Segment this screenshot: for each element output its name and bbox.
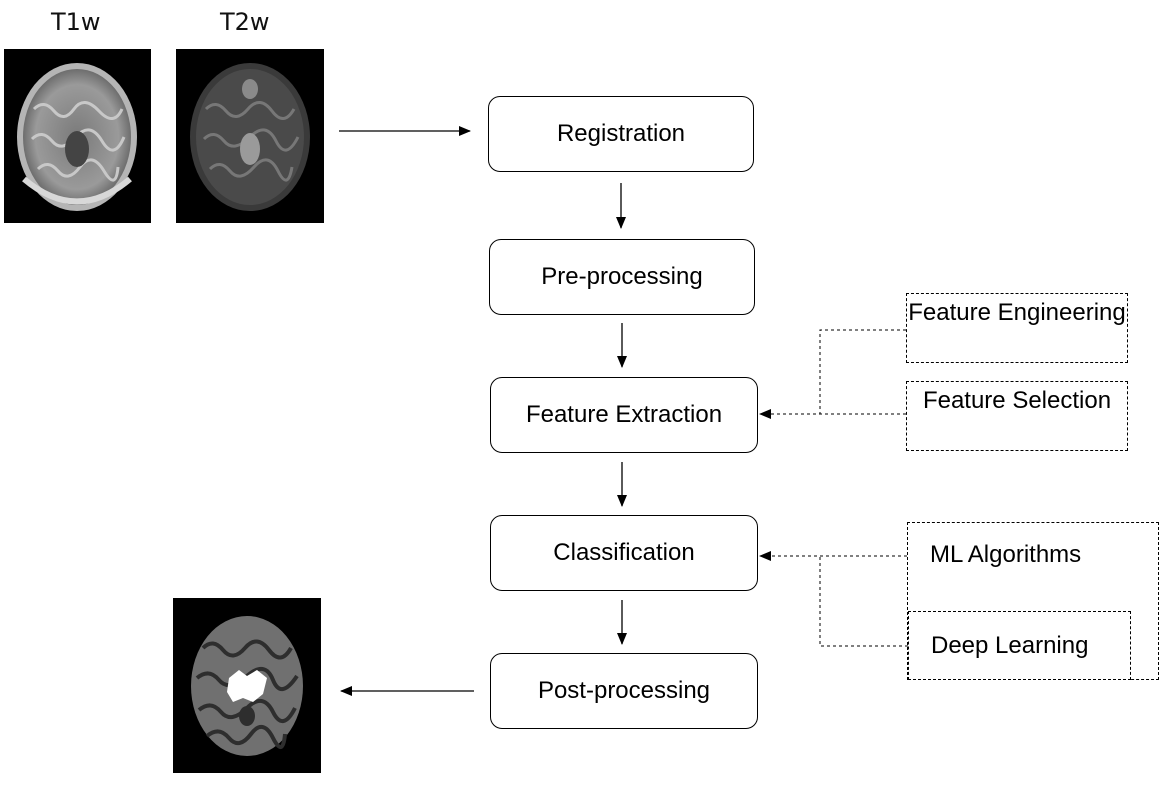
deep-learning-label: Deep Learning — [931, 632, 1089, 659]
t2w-mri-image — [176, 49, 324, 223]
dotted-feature-engineering-link — [819, 329, 906, 414]
registration-box: Registration — [488, 96, 754, 172]
segmentation-output-image — [173, 598, 321, 773]
feature-selection-label: Feature Selection — [922, 387, 1112, 414]
t1w-label: T1w — [51, 8, 101, 36]
feature-engineering-box: Feature Engineering — [906, 293, 1128, 363]
postprocessing-box: Post-processing — [490, 653, 758, 729]
t1w-mri-image — [4, 49, 151, 223]
dotted-deep-learning-link — [819, 556, 908, 647]
classification-box: Classification — [490, 515, 758, 591]
feature-selection-box: Feature Selection — [906, 381, 1128, 451]
preprocessing-box: Pre-processing — [489, 239, 755, 315]
feature-extraction-box: Feature Extraction — [490, 377, 758, 453]
feature-engineering-label: Feature Engineering — [908, 299, 1126, 326]
deep-learning-box: Deep Learning — [908, 611, 1131, 680]
t2w-label: T2w — [220, 8, 270, 36]
ml-algorithms-label: ML Algorithms — [930, 541, 1082, 568]
